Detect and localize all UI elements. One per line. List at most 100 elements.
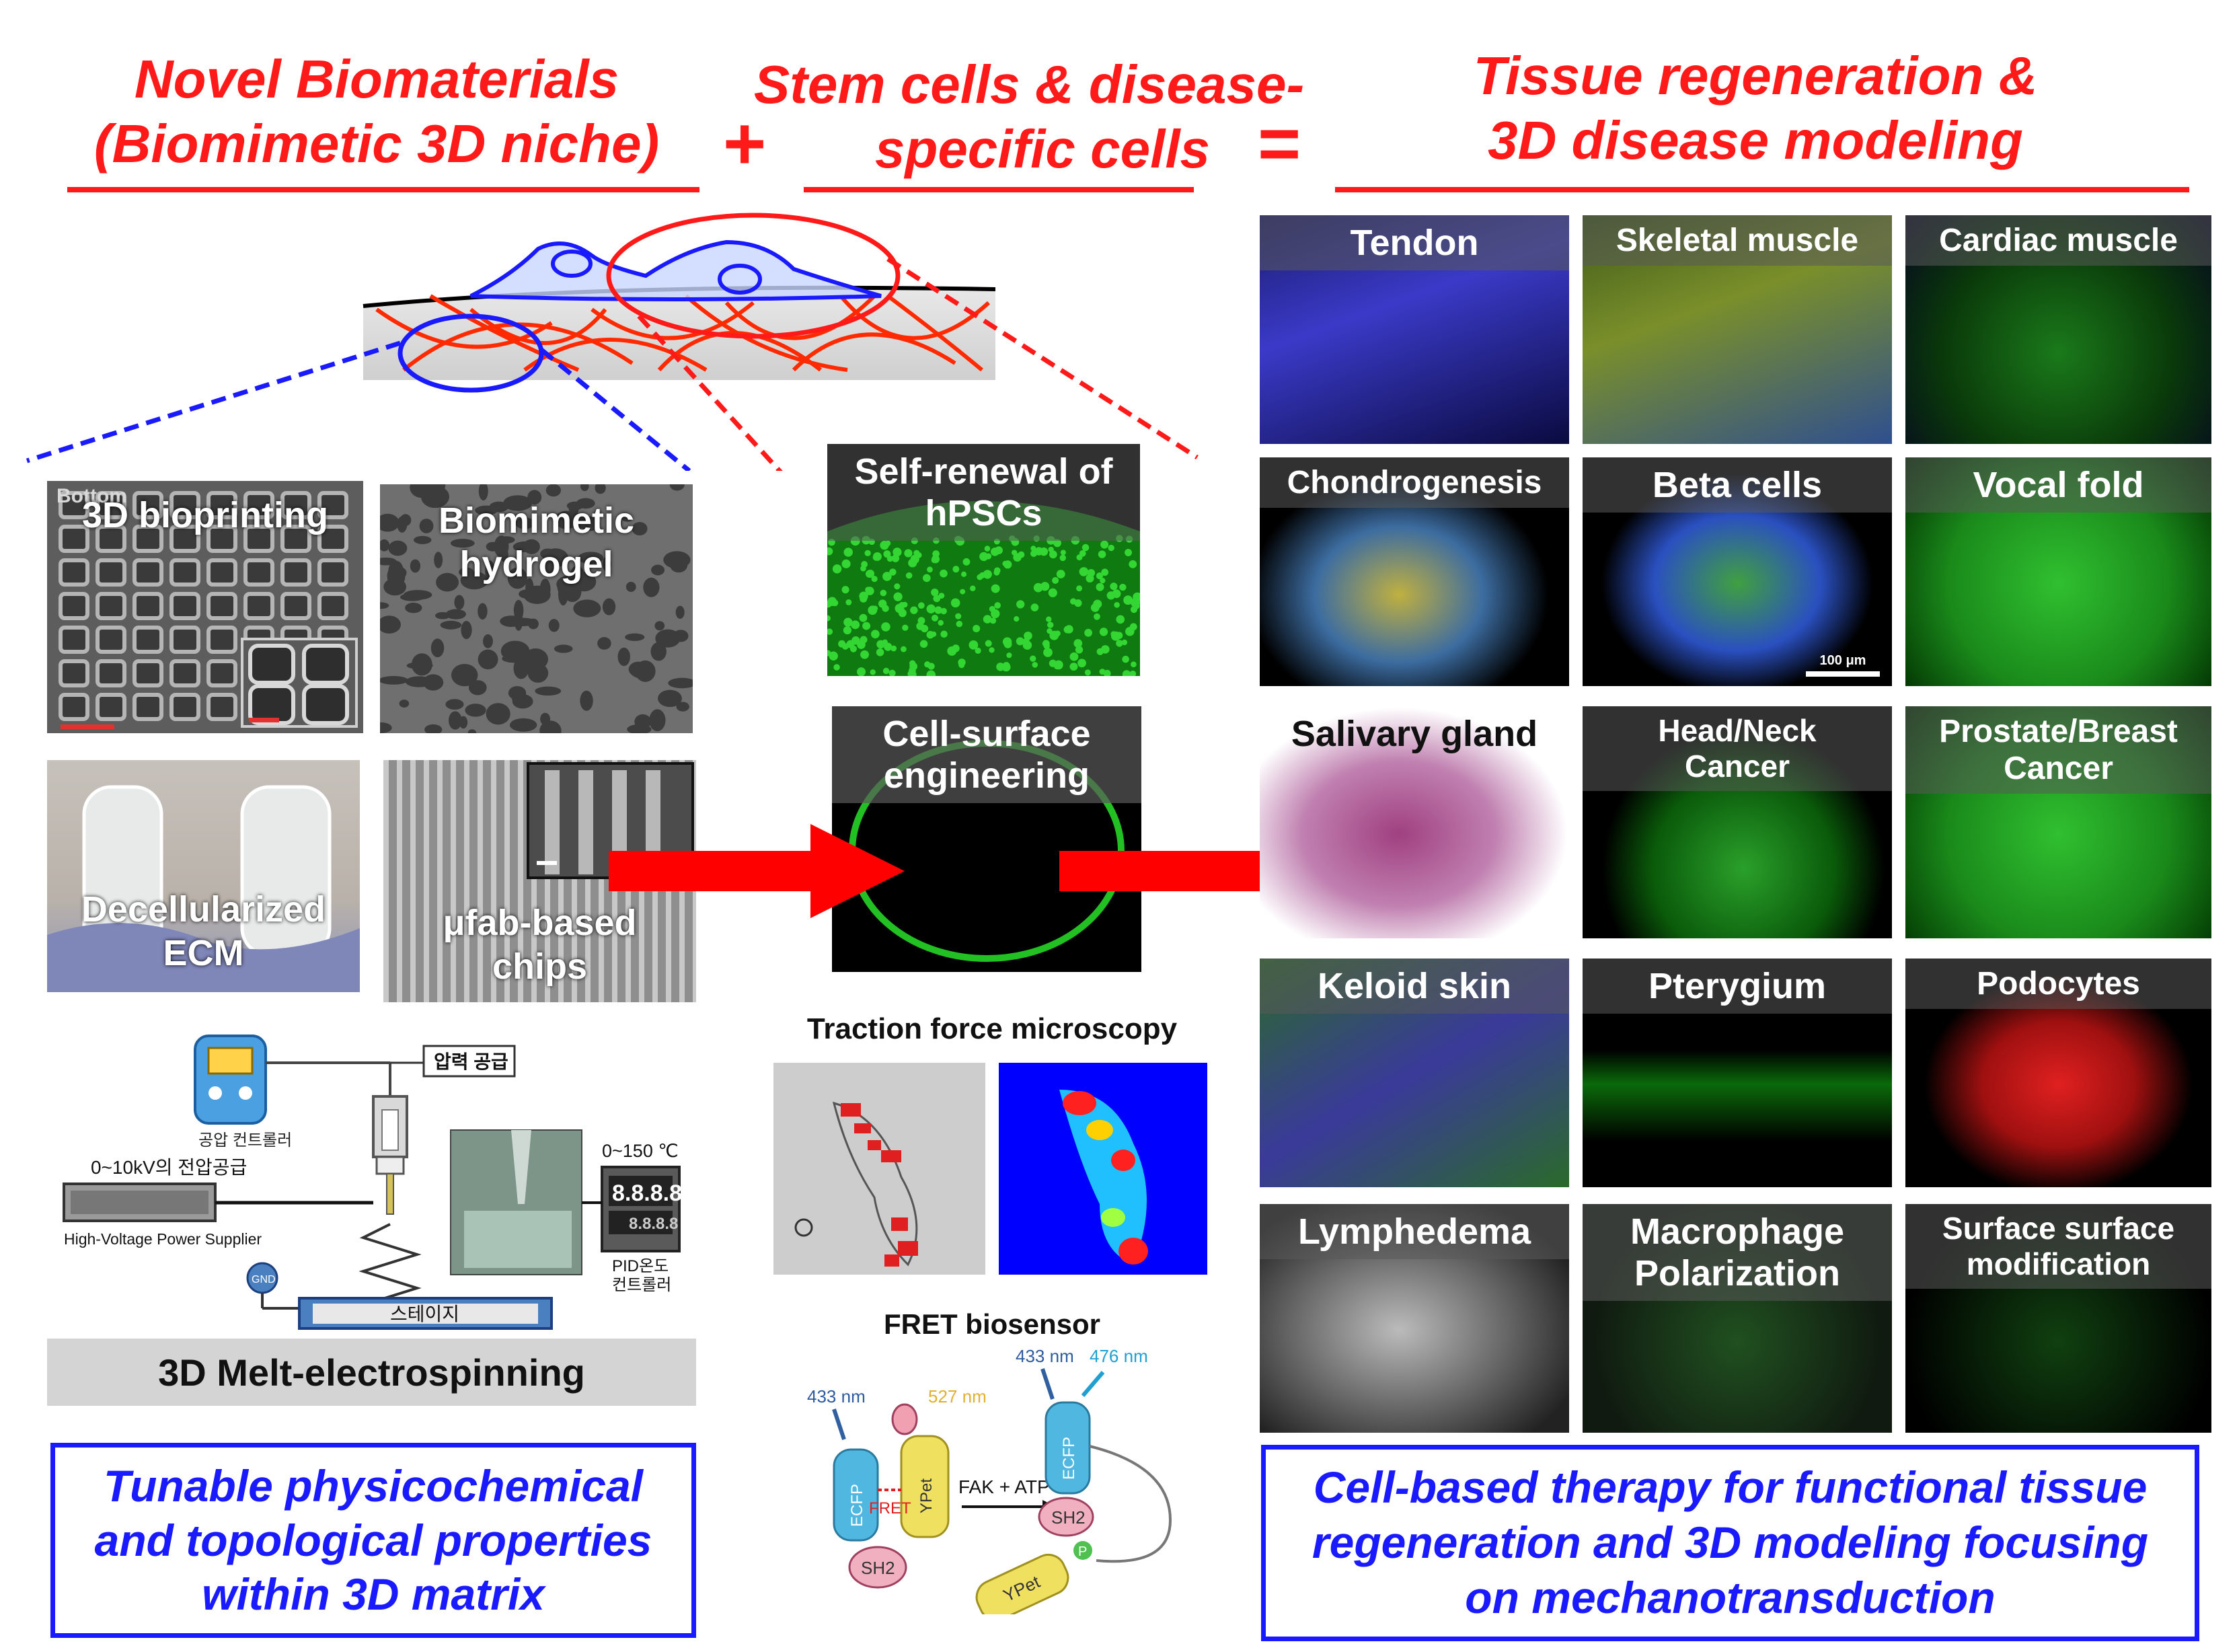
hydrogel-sem-image <box>380 484 693 733</box>
header-stem-cells-line2: specific cells <box>874 119 1211 179</box>
hv-power-supply-icon <box>63 1182 217 1222</box>
header-tissue-line1: Tissue regeneration & <box>1473 46 2038 106</box>
tile-podocytes: Podocytes <box>1905 959 2211 1187</box>
fret-biosensor-diagram: 433 nm 527 nm 433 nm 476 nm ECFP YPet FR… <box>807 1346 1172 1614</box>
fret-433nm-left: 433 nm <box>807 1386 866 1406</box>
stage-label: 스테이지 <box>390 1304 459 1324</box>
skeletal-muscle-label: Skeletal muscle <box>1583 215 1892 266</box>
chondrogenesis-label-line1: Chondrogenesis <box>1287 465 1542 500</box>
header-biomaterials: Novel Biomaterials (Biomimetic 3D niche) <box>40 47 713 176</box>
tendon-label-line1: Tendon <box>1350 223 1479 263</box>
podocytes-label-line1: Podocytes <box>1977 966 2140 1002</box>
traction-brightfield-image <box>773 1063 985 1275</box>
electrospinning-schematic: 공압 컨트롤러 압력 공급 0~10kV의 전압공급 High-Voltage … <box>63 1035 682 1330</box>
tile-pterygium: Pterygium <box>1583 959 1892 1187</box>
prostate-breast-cancer-label-line1: Prostate/Breast <box>1939 714 2178 749</box>
fret-label: FRET <box>869 1499 911 1517</box>
surface-modification-label-line1: Surface surface <box>1942 1211 2175 1246</box>
fret-433nm-right: 433 nm <box>1016 1346 1074 1366</box>
pid-label-line2: 컨트롤러 <box>612 1276 671 1294</box>
podocytes-label: Podocytes <box>1905 959 2211 1010</box>
beta-cells-label-line1: Beta cells <box>1652 465 1823 505</box>
tendon-label: Tendon <box>1260 215 1569 271</box>
left-summary-line3: within 3D matrix <box>202 1569 545 1620</box>
left-summary-line2: and topological properties <box>94 1515 652 1565</box>
equals-sign: = <box>1258 102 1301 185</box>
keloid-skin-label-line1: Keloid skin <box>1317 966 1512 1006</box>
bioprinting-corner-label: Bottom <box>56 485 127 507</box>
beta-cells-scale-bar: 100 μm <box>1806 653 1880 677</box>
right-summary-line2: regeneration and 3D modeling focusing <box>1312 1517 2149 1568</box>
pneumatic-controller-icon <box>194 1035 267 1125</box>
fret-phospho-label: P <box>1078 1544 1087 1559</box>
right-summary-box: Cell-based therapy for functional tissue… <box>1261 1445 2199 1641</box>
tile-keloid-skin: Keloid skin <box>1260 959 1569 1187</box>
right-summary-line1: Cell-based therapy for functional tissue <box>1313 1462 2148 1513</box>
prostate-breast-cancer-label-line2: Cancer <box>2004 751 2113 787</box>
temperature-range-label: 0~150 ℃ <box>602 1141 679 1161</box>
tile-chondrogenesis: Chondrogenesis <box>1260 457 1569 686</box>
self-renewal-label: Self-renewal of hPSCs <box>827 444 1140 541</box>
salivary-gland-label: Salivary gland <box>1260 706 1569 761</box>
syringe-icon <box>372 1095 408 1215</box>
bioprinting-grid-image <box>47 481 363 733</box>
beta-cells-scale-line <box>1806 671 1880 677</box>
hydrogel-label-line1: Biomimetic <box>438 500 635 541</box>
pid-display-large: 8.8.8.8 <box>612 1180 682 1206</box>
pterygium-label: Pterygium <box>1583 959 1892 1014</box>
vocal-fold-label-line1: Vocal fold <box>1973 465 2144 505</box>
header-tissue: Tissue regeneration & 3D disease modelin… <box>1352 44 2159 173</box>
self-renewal-line1: Self-renewal of <box>854 451 1113 492</box>
tile-skeletal-muscle: Skeletal muscle <box>1583 215 1892 444</box>
decell-ecm-image <box>47 785 360 992</box>
pterygium-label-line1: Pterygium <box>1648 966 1827 1006</box>
lymphedema-label: Lymphedema <box>1260 1204 1569 1260</box>
traction-title: Traction force microscopy <box>806 1012 1178 1045</box>
hydrogel-label-line2: hydrogel <box>459 543 613 585</box>
niche-schematic <box>26 213 1199 471</box>
electrospinning-title: 3D Melt-electrospinning <box>158 1351 585 1394</box>
electrospinning-title-bar: 3D Melt-electrospinning <box>47 1339 696 1406</box>
tile-biomimetic-hydrogel: Biomimetic hydrogel <box>380 484 693 733</box>
left-summary-box: Tunable physicochemical and topological … <box>50 1443 696 1638</box>
left-summary-line1: Tunable physicochemical <box>103 1461 644 1511</box>
head-neck-cancer-label-line2: Cancer <box>1685 748 1790 784</box>
tile-cardiac-muscle: Cardiac muscle <box>1905 215 2211 444</box>
header-tissue-line2: 3D disease modeling <box>1488 110 2023 170</box>
traction-heatmap-image <box>999 1063 1207 1275</box>
cardiac-muscle-label: Cardiac muscle <box>1905 215 2211 266</box>
fret-ecfp-left: ECFP <box>848 1484 866 1527</box>
pid-label-line1: PID온도 <box>612 1257 669 1275</box>
tile-3d-bioprinting: Bottom 3D bioprinting <box>47 481 363 733</box>
header-biomaterials-underline <box>67 187 699 192</box>
pid-controller-icon <box>601 1166 681 1252</box>
bioprinting-label: 3D bioprinting <box>82 495 328 535</box>
tile-lymphedema: Lymphedema <box>1260 1204 1569 1433</box>
pressure-supply-label: 압력 공급 <box>434 1051 508 1072</box>
chondrogenesis-label: Chondrogenesis <box>1260 457 1569 509</box>
fret-ecfp-right: ECFP <box>1060 1437 1078 1480</box>
header-tissue-underline <box>1335 187 2189 192</box>
skeletal-muscle-label-line1: Skeletal muscle <box>1616 223 1859 258</box>
hv-supplier-label: High-Voltage Power Supplier <box>64 1230 262 1248</box>
cell-surface-label: Cell-surface engineering <box>832 706 1141 804</box>
cardiac-muscle-label-line1: Cardiac muscle <box>1939 223 2178 258</box>
tile-self-renewal: Self-renewal of hPSCs <box>827 444 1140 676</box>
head-neck-cancer-label-line1: Head/Neck <box>1658 713 1817 748</box>
decell-label-line1: Decellularized <box>81 889 326 930</box>
header-biomaterials-line2: (Biomimetic 3D niche) <box>93 114 660 174</box>
cell-surface-line2: engineering <box>883 755 1090 796</box>
cell-surface-line1: Cell-surface <box>882 714 1091 754</box>
keloid-skin-label: Keloid skin <box>1260 959 1569 1014</box>
decell-label: Decellularized ECM <box>47 888 360 975</box>
header-stem-cells-line1: Stem cells & disease- <box>753 54 1305 114</box>
ufab-label: μfab-based chips <box>383 901 696 989</box>
salivary-gland-label-line1: Salivary gland <box>1291 714 1538 754</box>
right-summary-line3: on mechanotransduction <box>1465 1572 1996 1622</box>
